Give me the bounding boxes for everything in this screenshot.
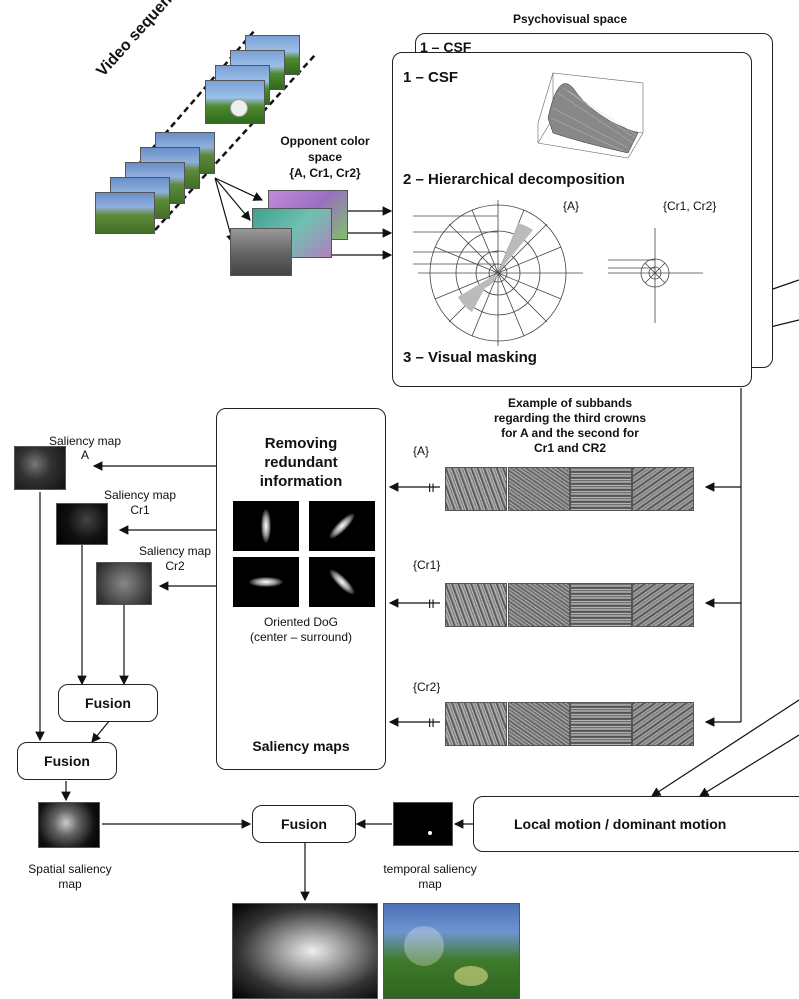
subband-image bbox=[445, 583, 507, 627]
decomposition-diagram bbox=[413, 200, 703, 346]
highlight-ellipse bbox=[404, 926, 444, 966]
subband-image bbox=[632, 467, 694, 511]
set-a-label: {A} bbox=[563, 199, 580, 213]
psychovisual-panel: 1 – CSF 2 – Hierarchical decomposition {… bbox=[392, 52, 752, 387]
golf-ball-icon bbox=[230, 99, 248, 117]
subband-row-cr2-crown: II bbox=[428, 716, 435, 730]
saliency-map-a-image bbox=[14, 446, 66, 490]
removing-title-line3: information bbox=[259, 473, 343, 490]
removing-title-line2: redundant bbox=[264, 454, 338, 471]
subbands-caption-line3: for A and the second for bbox=[501, 426, 639, 440]
temporal-label-line1: temporal saliency bbox=[383, 862, 477, 876]
saliency-cr1-line2: Cr1 bbox=[130, 503, 150, 517]
csf-label: 1 – CSF bbox=[403, 69, 459, 86]
highlight-ellipse bbox=[454, 966, 488, 986]
spatial-label-line2: map bbox=[58, 877, 82, 891]
psychovisual-back-label: 1 – CSF bbox=[420, 39, 472, 55]
subband-image bbox=[445, 702, 507, 746]
fusion-2-label: Fusion bbox=[44, 753, 90, 769]
video-sequence-stack bbox=[95, 20, 325, 240]
fusion-1-label: Fusion bbox=[85, 695, 131, 711]
temporal-label-line2: map bbox=[418, 877, 442, 891]
opponent-color-line1: Opponent color bbox=[280, 134, 370, 148]
subband-image bbox=[570, 467, 632, 511]
subband-row-a-crown: II bbox=[428, 481, 435, 495]
saliency-cr2-line2: Cr2 bbox=[165, 559, 185, 573]
fusion-box-2: Fusion bbox=[17, 742, 117, 780]
saliency-cr1-line1: Saliency map bbox=[103, 488, 177, 502]
subband-image bbox=[570, 583, 632, 627]
opponent-color-line3: {A, Cr1, Cr2} bbox=[289, 166, 361, 180]
opponent-color-line2: space bbox=[307, 150, 343, 164]
fusion-box-1: Fusion bbox=[58, 684, 158, 722]
hierarchical-decomposition-label: 2 – Hierarchical decomposition bbox=[403, 171, 625, 188]
local-motion-panel: Local motion / dominant motion bbox=[473, 796, 799, 852]
subband-image bbox=[508, 467, 570, 511]
final-saliency-image bbox=[232, 903, 378, 999]
visual-masking-label: 3 – Visual masking bbox=[403, 349, 537, 366]
temporal-saliency-image bbox=[393, 802, 453, 846]
subband-image bbox=[632, 702, 694, 746]
dog-label-line2: (center – surround) bbox=[249, 630, 353, 644]
saliency-maps-label: Saliency maps bbox=[252, 738, 350, 754]
subbands-caption-line4: Cr1 and CR2 bbox=[533, 441, 607, 455]
subbands-caption-line2: regarding the third crowns bbox=[493, 411, 646, 425]
subband-row-cr1-crown: II bbox=[428, 597, 435, 611]
dog-filter-image bbox=[233, 557, 299, 607]
spatial-label-line1: Spatial saliency bbox=[28, 862, 112, 876]
removing-redundant-panel: Removing redundant information Oriented … bbox=[216, 408, 386, 770]
dog-label-line1: Oriented DoG bbox=[263, 615, 339, 629]
dog-filter-image bbox=[233, 501, 299, 551]
spatial-saliency-image bbox=[38, 802, 100, 848]
saliency-a-line1: Saliency map bbox=[48, 434, 122, 448]
set-cr-label: {Cr1, Cr2} bbox=[663, 199, 717, 213]
saliency-map-cr2-image bbox=[96, 562, 152, 605]
csf-surface-plot bbox=[537, 72, 644, 159]
subbands-caption-line1: Example of subbands bbox=[507, 396, 633, 410]
subband-row-a-set: {A} bbox=[413, 444, 430, 458]
subband-image bbox=[508, 583, 570, 627]
video-frame bbox=[205, 80, 265, 124]
saliency-a-line2: A bbox=[80, 448, 89, 462]
temporal-spot bbox=[428, 831, 432, 835]
subband-image bbox=[445, 467, 507, 511]
saliency-map-cr1-image bbox=[56, 503, 108, 545]
removing-title-line1: Removing bbox=[264, 435, 338, 452]
psychovisual-title: Psychovisual space bbox=[512, 12, 628, 26]
subband-image bbox=[508, 702, 570, 746]
dog-filter-image bbox=[309, 557, 375, 607]
saliency-cr2-line1: Saliency map bbox=[138, 544, 212, 558]
a-image bbox=[230, 228, 292, 276]
fusion-box-3: Fusion bbox=[252, 805, 356, 843]
final-overlay-image bbox=[383, 903, 520, 999]
subband-image bbox=[632, 583, 694, 627]
subband-image bbox=[570, 702, 632, 746]
fusion-3-label: Fusion bbox=[281, 816, 327, 832]
subband-row-cr1-set: {Cr1} bbox=[413, 558, 441, 572]
local-motion-label: Local motion / dominant motion bbox=[514, 816, 727, 832]
subband-row-cr2-set: {Cr2} bbox=[413, 680, 441, 694]
dog-filter-image bbox=[309, 501, 375, 551]
video-frame bbox=[95, 192, 155, 234]
